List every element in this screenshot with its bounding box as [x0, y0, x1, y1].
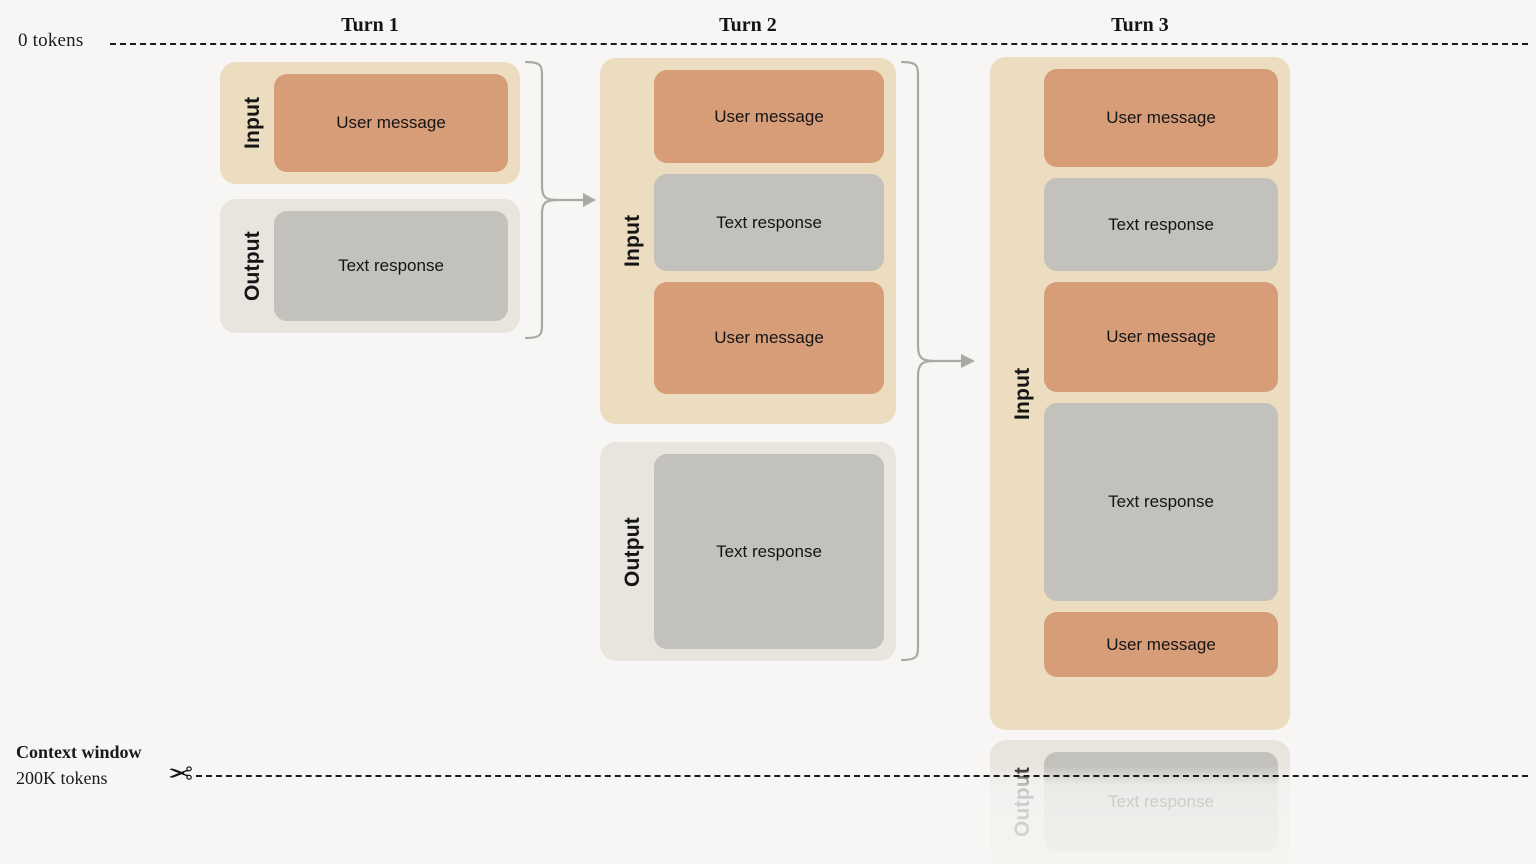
- turn-2-input-group: Input User message Text response User me…: [600, 58, 896, 424]
- user-message-block: User message: [654, 282, 884, 394]
- scissors-icon: ✂: [168, 758, 194, 791]
- zero-tokens-label: 0 tokens: [18, 30, 84, 51]
- turn-1-title: Turn 1: [341, 14, 399, 36]
- input-label: Input: [621, 214, 644, 268]
- input-label: Input: [1011, 367, 1034, 420]
- text-response-block: Text response: [654, 454, 884, 649]
- text-response-block: Text response: [1044, 403, 1278, 601]
- turn-1-to-turn-2-connector: [524, 60, 596, 340]
- turn-2-output-group: Output Text response: [600, 442, 896, 661]
- turn-1-output-group: Output Text response: [220, 199, 520, 333]
- text-response-block: Text response: [654, 174, 884, 271]
- output-label: Output: [241, 231, 264, 302]
- output-label: Output: [621, 516, 644, 587]
- turn-3-input-blocks: User message Text response User message …: [1044, 69, 1278, 718]
- turn-1-output-blocks: Text response: [274, 211, 508, 321]
- turn-3-output-blocks: Text response: [1044, 752, 1278, 852]
- turn-1-input-group: Input User message: [220, 62, 520, 184]
- user-message-block: User message: [1044, 612, 1278, 677]
- context-window-title: Context window: [16, 742, 142, 762]
- text-response-block: Text response: [1044, 178, 1278, 271]
- context-window-label: Context window 200K tokens: [16, 740, 142, 791]
- turn-2-input-blocks: User message Text response User message: [654, 70, 884, 412]
- turn-2-title: Turn 2: [719, 14, 777, 36]
- zero-tokens-dashed-line: [110, 43, 1528, 45]
- context-window-size: 200K tokens: [16, 767, 108, 788]
- user-message-block: User message: [1044, 282, 1278, 392]
- user-message-block: User message: [654, 70, 884, 163]
- turn-2-to-turn-3-connector: [900, 60, 975, 662]
- context-window-dashed-line: [196, 775, 1528, 777]
- turn-3-title: Turn 3: [1111, 14, 1169, 36]
- user-message-block: User message: [1044, 69, 1278, 167]
- output-label: Output: [1011, 767, 1034, 838]
- input-label: Input: [241, 96, 264, 150]
- turn-3-input-group: Input User message Text response User me…: [990, 57, 1290, 730]
- user-message-block: User message: [274, 74, 508, 172]
- turn-2-output-blocks: Text response: [654, 454, 884, 649]
- turn-3-output-group-truncated: Output Text response: [990, 740, 1290, 864]
- text-response-block: Text response: [1044, 752, 1278, 852]
- turn-1-input-blocks: User message: [274, 74, 508, 172]
- text-response-block: Text response: [274, 211, 508, 321]
